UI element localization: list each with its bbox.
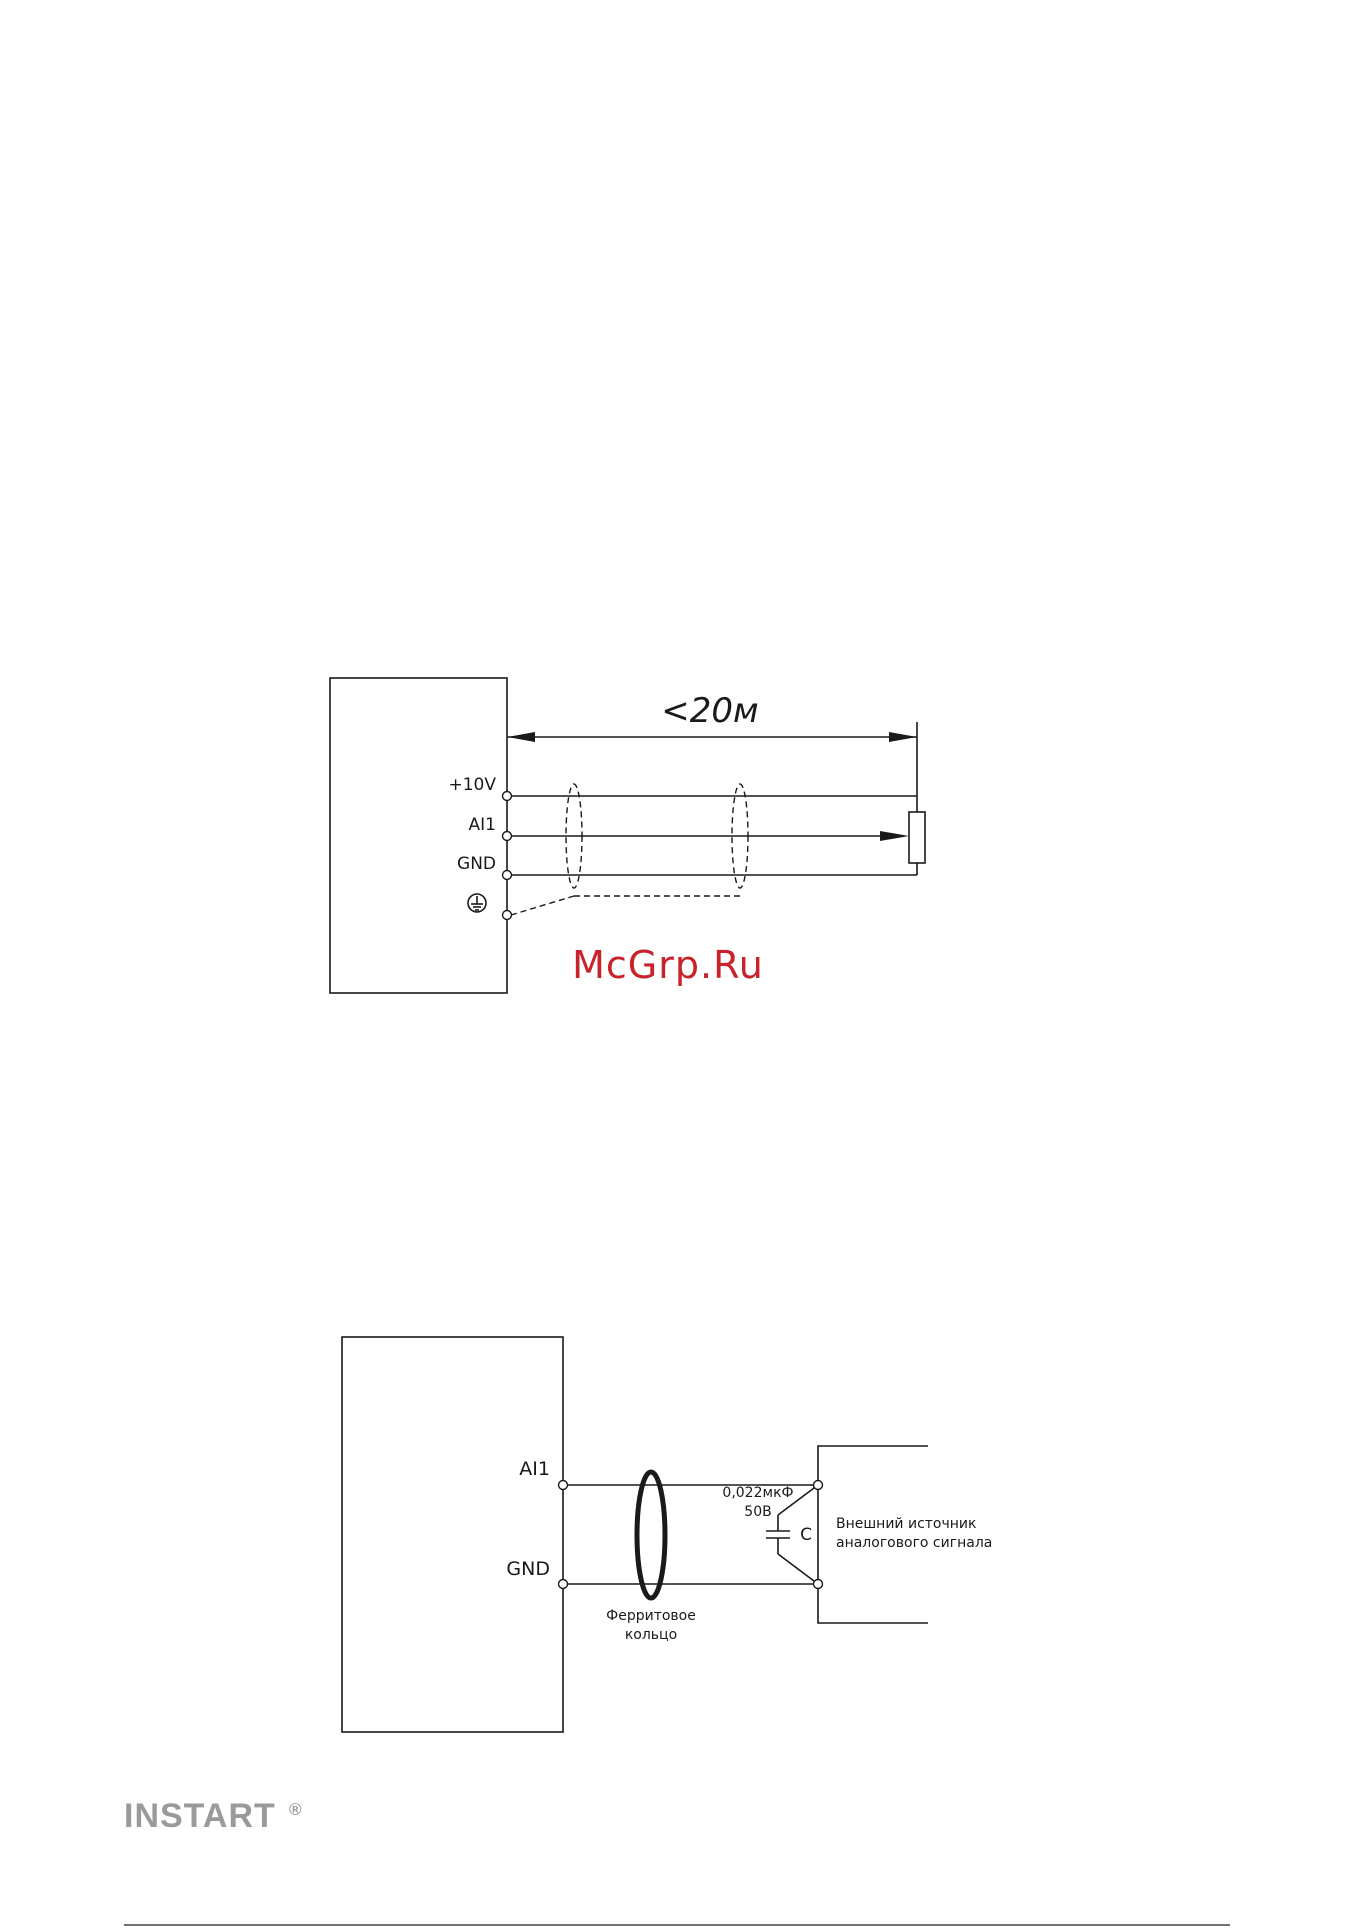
watermark: McGrp.Ru <box>572 943 764 987</box>
ferrite-label-1: Ферритовое <box>606 1608 696 1624</box>
terminal-label-ai1: AI1 <box>469 815 496 835</box>
terminal-gnd-2 <box>559 1580 568 1589</box>
source-label-1: Внешний источник <box>836 1516 976 1532</box>
terminal-label-10v: +10V <box>448 775 496 795</box>
terminal-ground <box>503 911 512 920</box>
capacitor-voltage: 50В <box>744 1504 771 1520</box>
ferrite-ring <box>637 1472 665 1598</box>
terminal-label-gnd-2: GND <box>506 1558 550 1580</box>
terminal-label-gnd: GND <box>457 854 496 874</box>
distance-dimension: <20м <box>507 691 917 796</box>
potentiometer <box>909 812 925 863</box>
registered-mark: ® <box>289 1800 303 1819</box>
capacitor-value: 0,022мкФ <box>722 1485 793 1501</box>
footer: INSTART ® <box>124 1797 1230 1925</box>
terminal-ai1 <box>503 832 512 841</box>
source-label-2: аналогового сигнала <box>836 1535 992 1551</box>
drive-block-2 <box>342 1337 563 1732</box>
ferrite-label-2: кольцо <box>625 1627 677 1643</box>
diagram-external-signal: AI1 GND Ферритовое кольцо 0,022мкФ 50В C… <box>342 1337 992 1732</box>
terminal-ai1-2 <box>559 1481 568 1490</box>
source-terminal-1 <box>814 1481 823 1490</box>
terminal-10v <box>503 792 512 801</box>
source-terminal-2 <box>814 1580 823 1589</box>
brand-logo: INSTART <box>124 1797 276 1835</box>
terminal-label-ai1-2: AI1 <box>519 1458 550 1480</box>
distance-label: <20м <box>661 691 758 731</box>
drive-block <box>330 678 507 993</box>
wiper-arrow <box>880 831 909 841</box>
ground-icon <box>468 894 486 912</box>
capacitor-symbol: C <box>800 1525 812 1545</box>
terminal-gnd <box>503 871 512 880</box>
cable-shield <box>511 784 748 915</box>
